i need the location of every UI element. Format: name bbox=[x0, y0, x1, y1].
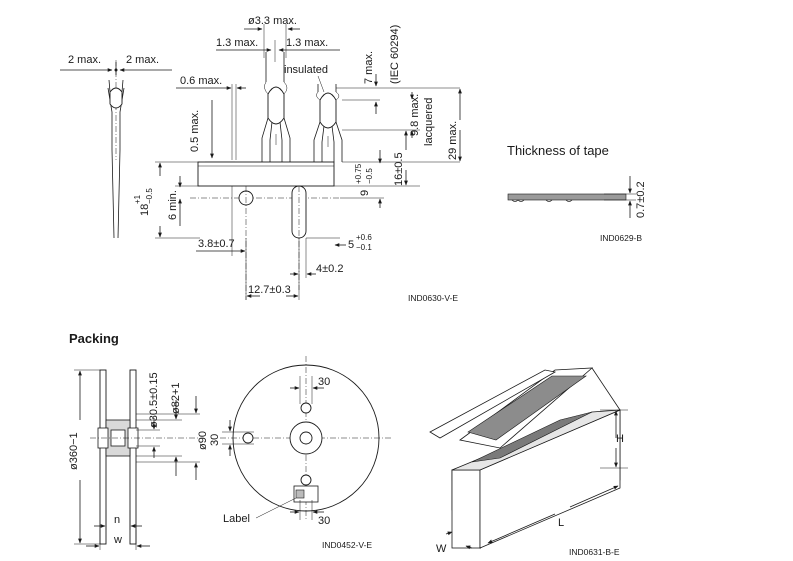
dim-30-left: 30 bbox=[209, 434, 221, 446]
figure-id-box: IND0631-B-E bbox=[569, 547, 620, 557]
dim-9-8max: 9.8 max. bbox=[409, 94, 421, 136]
tape-profile bbox=[507, 193, 627, 201]
dim-4: 4±0.2 bbox=[316, 263, 343, 275]
component-right bbox=[313, 84, 343, 162]
dim-12-7: 12.7±0.3 bbox=[248, 284, 291, 296]
dim-7max: 7 max. bbox=[363, 51, 375, 84]
dim-30-bottom: 30 bbox=[318, 515, 330, 527]
figure-id-reel: IND0452-V-E bbox=[322, 540, 372, 550]
dim-3-8: 3.8±0.7 bbox=[198, 238, 235, 250]
dim-0-5max: 0.5 max. bbox=[189, 110, 201, 152]
dim-6min: 6 min. bbox=[167, 190, 179, 220]
tape-strip bbox=[197, 161, 335, 187]
dim-0-6max: 0.6 max. bbox=[180, 75, 222, 87]
side-view: 2 max. 2 max. bbox=[60, 54, 172, 239]
dim-H: H bbox=[616, 433, 624, 445]
dim-2max-right: 2 max. bbox=[126, 54, 159, 66]
dim-18: 18 bbox=[139, 204, 151, 216]
label-iec-60294: (IEC 60294) bbox=[389, 25, 401, 84]
figure-id-component: IND0630-V-E bbox=[408, 293, 458, 303]
dim-diameter-3-3max: ø3.3 max. bbox=[248, 15, 297, 27]
reel-side-view: ø360−1 ø30.5±0.15 ø82+1 ø90 n w bbox=[68, 369, 209, 550]
figure-id-tape: IND0629-B bbox=[600, 233, 642, 243]
dim-9-tol-upper: +0.75 bbox=[354, 163, 363, 184]
label-lacquered: lacquered bbox=[423, 98, 435, 146]
dim-W: W bbox=[436, 543, 447, 555]
ammo-box: H L W IND0631-B-E bbox=[429, 367, 628, 557]
dim-tape-thickness: 0.7±0.2 bbox=[635, 181, 647, 218]
dim-90: ø90 bbox=[197, 431, 209, 450]
label-label: Label bbox=[223, 513, 250, 525]
dim-16: 16±0.5 bbox=[393, 152, 405, 186]
dim-w: w bbox=[113, 534, 122, 546]
dim-9-tol-lower: −0.5 bbox=[365, 168, 374, 184]
dim-82: ø82+1 bbox=[170, 383, 182, 415]
dim-18-tol-upper: +1 bbox=[133, 194, 142, 204]
dim-29max: 29 max. bbox=[447, 121, 459, 160]
reel-flange-right bbox=[129, 369, 137, 545]
tape-title: Thickness of tape bbox=[507, 143, 609, 158]
tape-thickness-drawing: Thickness of tape 0.7±0.2 IND0629-B bbox=[507, 143, 647, 243]
dim-1-3max-left: 1.3 max. bbox=[216, 37, 258, 49]
reel-flange-left bbox=[99, 369, 107, 545]
dim-n: n bbox=[114, 514, 120, 526]
dim-1-3max-right: 1.3 max. bbox=[286, 37, 328, 49]
dim-30-top: 30 bbox=[318, 376, 330, 388]
dim-360: ø360−1 bbox=[68, 432, 80, 470]
dim-2max-left: 2 max. bbox=[68, 54, 101, 66]
dim-30-5: ø30.5±0.15 bbox=[148, 372, 160, 428]
packing-title: Packing bbox=[69, 331, 119, 346]
label-insulated: insulated bbox=[284, 64, 328, 76]
dim-9: 9 bbox=[359, 190, 371, 196]
reel-front-view: 30 30 30 Label IND0452-V-E bbox=[209, 356, 392, 550]
component-left bbox=[261, 52, 291, 162]
dim-18-tol-lower: −0.5 bbox=[145, 188, 154, 204]
dim-L: L bbox=[558, 517, 564, 529]
component-drawing: 2 max. 2 max. 0.6 max. 0.5 max. bbox=[60, 15, 462, 303]
dim-5-tol-lower: −0.1 bbox=[356, 243, 372, 252]
dim-5: 5 bbox=[348, 239, 354, 251]
dim-5-tol-upper: +0.6 bbox=[356, 233, 372, 242]
